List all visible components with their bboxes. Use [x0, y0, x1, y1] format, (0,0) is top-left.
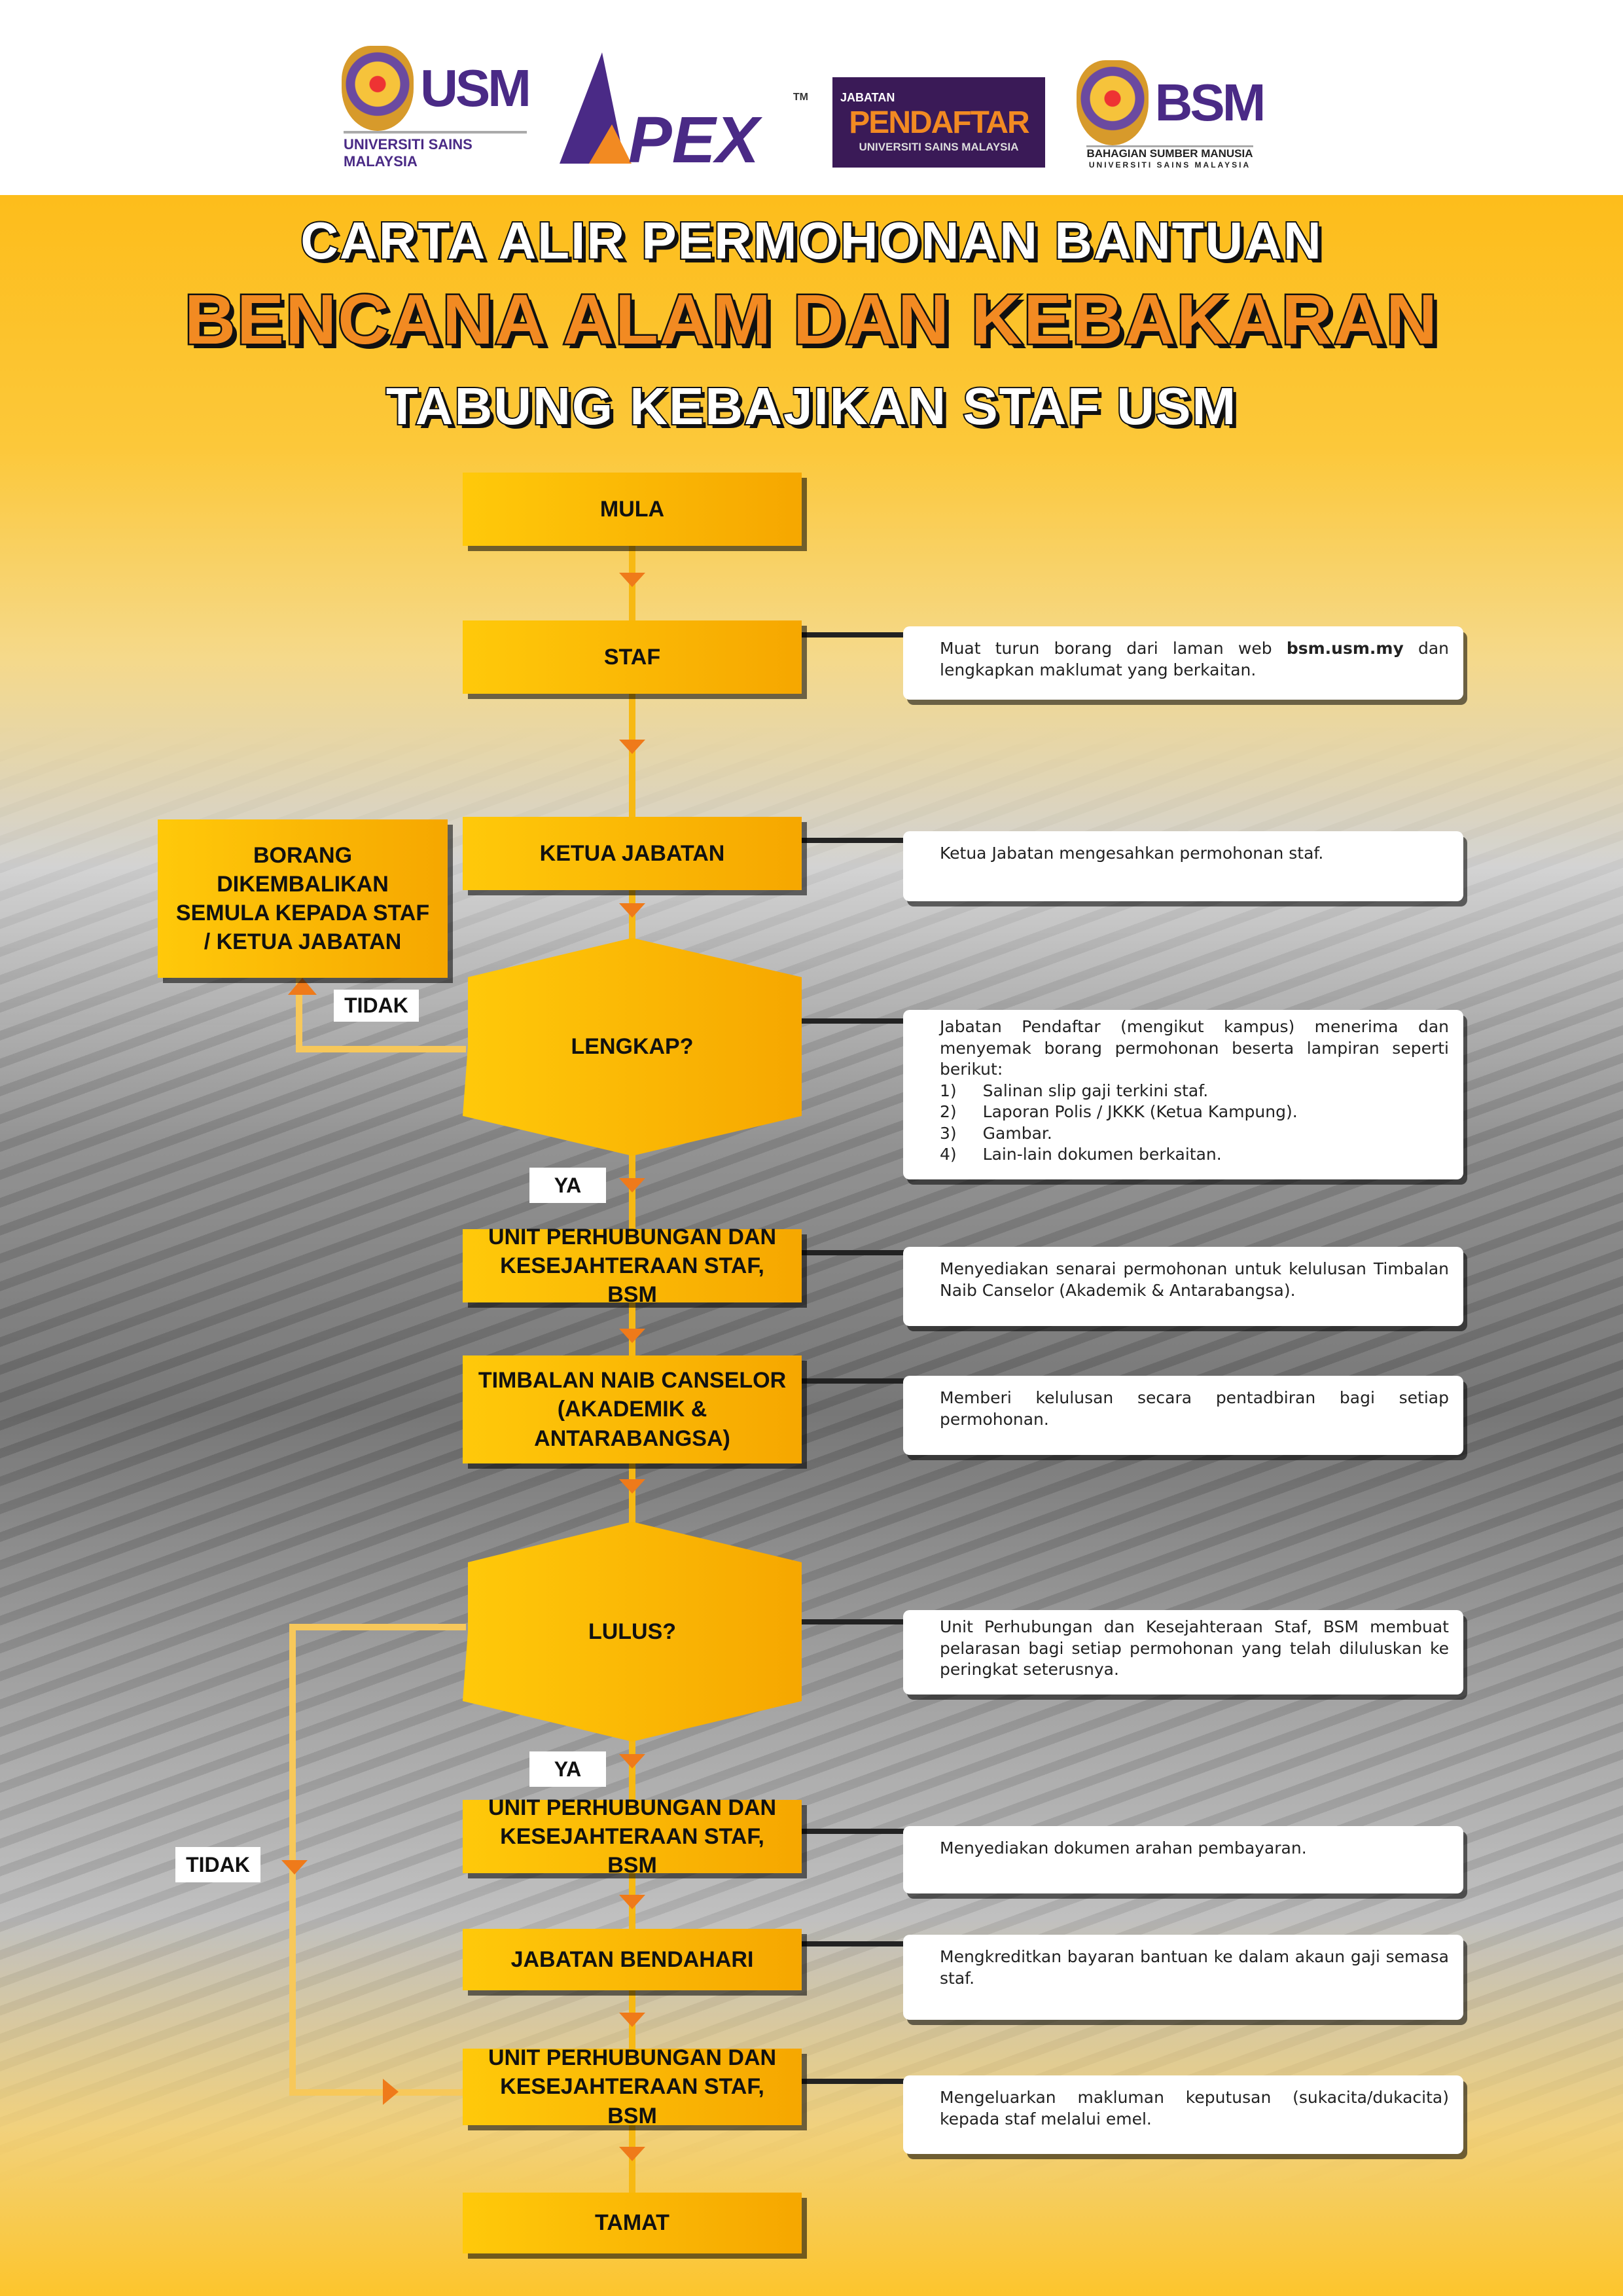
- arrow-icon: [619, 2147, 645, 2161]
- arrow-icon: [281, 1860, 308, 1874]
- logo-header: USM UNIVERSITI SAINS MALAYSIA PEX TM JAB…: [0, 0, 1623, 195]
- arrow-icon: [619, 1479, 645, 1494]
- hexagon-shape: [463, 938, 802, 1156]
- item-number: 3): [940, 1123, 957, 1143]
- step-unit-perhubungan-1: UNIT PERHUBUNGAN DAN KESEJAHTERAAN STAF,…: [463, 1225, 802, 1307]
- usm-crest-icon: [342, 46, 414, 131]
- connector: [802, 1619, 906, 1624]
- arrow-icon: [619, 1895, 645, 1909]
- arrow-icon: [619, 1754, 645, 1768]
- attachment-list: 1) Salinan slip gaji terkini staf. 2) Lapo…: [940, 1081, 1449, 1166]
- list-item: 4) Lain-lain dokumen berkaitan.: [940, 1144, 1449, 1166]
- title-line-1: CARTA ALIR PERMOHONAN BANTUAN: [299, 210, 1323, 271]
- decision-label: LULUS?: [588, 1619, 677, 1644]
- bsm-caption: BAHAGIAN SUMBER MANUSIA: [1086, 145, 1253, 160]
- pendaftar-logo: JABATAN PENDAFTAR UNIVERSITI SAINS MALAY…: [832, 77, 1045, 168]
- step-tamat: TAMAT: [463, 2193, 802, 2253]
- usm-mark: USM: [420, 59, 531, 117]
- note-staf: Muat turun borang dari laman web bsm.usm…: [903, 626, 1463, 700]
- connector: [802, 1941, 906, 1946]
- label-tidak: TIDAK: [175, 1847, 260, 1882]
- note-tnc: Memberi kelulusan secara pentadbiran bag…: [903, 1376, 1463, 1455]
- bsm-crest-icon: [1076, 60, 1149, 145]
- note-ketua: Ketua Jabatan mengesahkan permohonan sta…: [903, 831, 1463, 901]
- bsm-mark: BSM: [1154, 73, 1266, 132]
- arrow-up-icon: [288, 978, 317, 995]
- item-text: Laporan Polis / JKKK (Ketua Kampung).: [982, 1102, 1298, 1121]
- connector: [802, 1018, 906, 1024]
- label-ya: YA: [529, 1168, 606, 1203]
- note-unit2: Menyediakan dokumen arahan pembayaran.: [903, 1826, 1463, 1893]
- note-unit3: Mengeluarkan makluman keputusan (sukacit…: [903, 2075, 1463, 2154]
- bsm-logo: BSM BAHAGIAN SUMBER MANUSIA UNIVERSITI S…: [1076, 59, 1266, 170]
- pendaftar-mark: PENDAFTAR: [849, 105, 1029, 140]
- arrow-icon: [619, 740, 645, 754]
- connector: [802, 632, 906, 637]
- item-text: Gambar.: [982, 1123, 1052, 1143]
- decision-lulus: LULUS?: [463, 1522, 802, 1742]
- label-tidak: TIDAK: [334, 990, 419, 1022]
- decision-label: LENGKAP?: [571, 1034, 694, 1059]
- tidak-return-path: [296, 978, 466, 1052]
- note-text: Ketua Jabatan mengesahkan permohonan sta…: [940, 844, 1324, 863]
- usm-logo: USM UNIVERSITI SAINS MALAYSIA: [342, 46, 531, 170]
- note-text: Jabatan Pendaftar (mengikut kampus) mene…: [940, 1017, 1449, 1079]
- tidak-skip-path: [289, 1624, 466, 2096]
- step-unit-perhubungan-3: UNIT PERHUBUNGAN DAN KESEJAHTERAAN STAF,…: [463, 2045, 802, 2128]
- apex-tm: TM: [793, 92, 808, 103]
- list-item: 3) Gambar.: [940, 1123, 1449, 1145]
- arrow-right-icon: [383, 2079, 399, 2105]
- note-lengkap: Jabatan Pendaftar (mengikut kampus) mene…: [903, 1010, 1463, 1179]
- arrow-icon: [619, 1329, 645, 1343]
- apex-logo: PEX TM: [553, 52, 808, 164]
- bsm-sub: UNIVERSITI SAINS MALAYSIA: [1088, 160, 1251, 170]
- label-ya: YA: [529, 1751, 606, 1787]
- bsm-link[interactable]: bsm.usm.my: [1286, 639, 1404, 658]
- decision-lengkap: LENGKAP?: [463, 938, 802, 1156]
- arrow-icon: [619, 573, 645, 587]
- arrow-icon: [619, 1178, 645, 1193]
- pendaftar-top: JABATAN: [840, 91, 895, 104]
- usm-caption: UNIVERSITI SAINS MALAYSIA: [344, 131, 527, 170]
- title-line-2: BENCANA ALAM DAN KEBAKARAN: [183, 278, 1439, 361]
- item-text: Salinan slip gaji terkini staf.: [982, 1081, 1209, 1100]
- step-unit-perhubungan-2: UNIT PERHUBUNGAN DAN KESEJAHTERAAN STAF,…: [463, 1795, 802, 1878]
- step-ketua-jabatan: KETUA JABATAN: [463, 817, 802, 890]
- connector: [802, 838, 906, 843]
- pendaftar-caption: UNIVERSITI SAINS MALAYSIA: [859, 141, 1019, 153]
- connector: [802, 1378, 906, 1384]
- note-text: Muat turun borang dari laman web: [940, 639, 1287, 658]
- note-lulus: Unit Perhubungan dan Kesejahteraan Staf,…: [903, 1610, 1463, 1695]
- step-jabatan-bendahari: JABATAN BENDAHARI: [463, 1929, 802, 1990]
- arrow-icon: [619, 903, 645, 918]
- note-bendahari: Mengkreditkan bayaran bantuan ke dalam a…: [903, 1935, 1463, 2020]
- step-staf: STAF: [463, 620, 802, 694]
- arrow-icon: [619, 2013, 645, 2027]
- list-item: 1) Salinan slip gaji terkini staf.: [940, 1081, 1449, 1102]
- step-tnc: TIMBALAN NAIB CANSELOR (AKADEMIK & ANTAR…: [463, 1355, 802, 1463]
- item-number: 1): [940, 1081, 957, 1100]
- note-unit1: Menyediakan senarai permohonan untuk kel…: [903, 1247, 1463, 1326]
- svg-text:PEX: PEX: [628, 103, 762, 164]
- connector: [802, 1250, 906, 1255]
- item-number: 2): [940, 1102, 957, 1121]
- item-number: 4): [940, 1145, 957, 1164]
- step-borang-dikembalikan: BORANG DIKEMBALIKAN SEMULA KEPADA STAF /…: [158, 819, 448, 978]
- item-text: Lain-lain dokumen berkaitan.: [982, 1145, 1222, 1164]
- connector: [802, 1829, 906, 1834]
- list-item: 2) Laporan Polis / JKKK (Ketua Kampung).: [940, 1102, 1449, 1123]
- note-text: dan lengkapkan maklumat yang berkaitan.: [940, 639, 1450, 679]
- step-mula: MULA: [463, 473, 802, 546]
- title-line-3: TABUNG KEBAJIKAN STAF USM: [385, 376, 1238, 437]
- connector: [802, 2079, 906, 2084]
- apex-logo-icon: PEX: [560, 52, 762, 164]
- hexagon-shape: [463, 1522, 802, 1742]
